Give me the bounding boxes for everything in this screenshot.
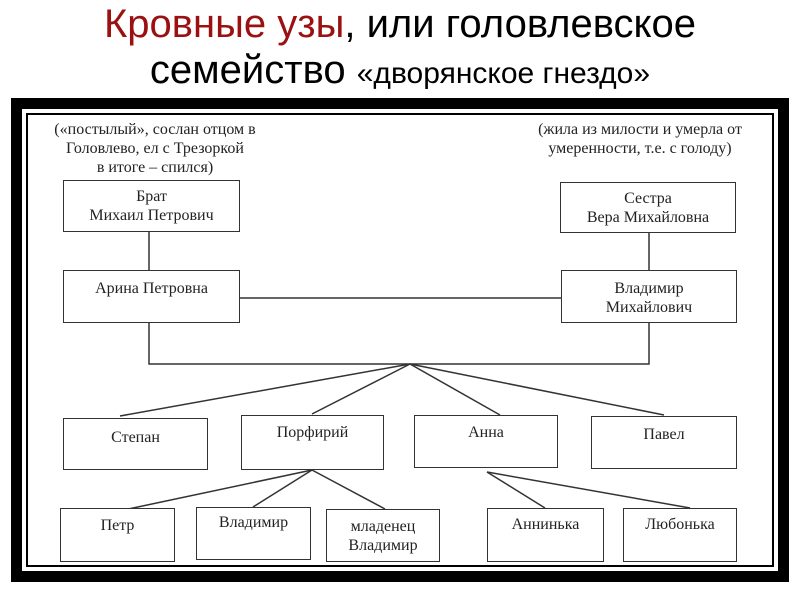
note-right: (жила из милости и умерла от умеренности… (538, 121, 742, 157)
edge-children-anna (409, 363, 501, 416)
edge-porfiry-petr (118, 469, 313, 512)
note-left: («постылый», сослан отцом в Головлево, е… (54, 121, 256, 176)
edge-children-pavel (409, 363, 665, 416)
edge-parents-children-bus (148, 323, 650, 365)
node-brat: Брат Михаил Петрович (63, 180, 240, 232)
node-porfiry: Порфирий (241, 415, 384, 470)
node-stepan: Степан (63, 418, 208, 470)
node-arina: Арина Петровна (63, 270, 240, 323)
node-anninka-label: Аннинька (511, 516, 580, 533)
title-line-2-quote: «дворянское гнездо» (356, 57, 651, 90)
node-sestra-label: Сестра Вера Михайловна (586, 190, 710, 226)
node-mladenets: младенец Владимир (326, 509, 440, 562)
title-line-1: Кровные узы, или головлевское (0, 2, 800, 46)
node-mladenets-label: младенец Владимир (348, 518, 418, 554)
node-vladimir: Владимир (196, 507, 311, 560)
node-pavel: Павел (591, 416, 737, 469)
node-lyubonka-label: Любонька (645, 516, 715, 533)
node-anninka: Аннинька (487, 508, 604, 562)
title-accent: Кровные узы (104, 2, 345, 46)
node-petr: Петр (60, 508, 175, 562)
edge-anna-lyubonka (486, 471, 691, 509)
edge-anna-anninka (486, 471, 546, 509)
node-anna: Анна (414, 415, 558, 468)
node-vladimir-m-label: Владимир Михайлович (605, 280, 693, 316)
title-line-1-rest: , или головлевское (344, 2, 696, 46)
node-vladimir-m: Владимир Михайлович (561, 270, 737, 323)
edge-porfiry-vladimir (252, 469, 313, 508)
node-pavel-label: Павел (643, 426, 685, 443)
title-line-2: семейство «дворянское гнездо» (0, 48, 800, 96)
node-brat-label: Брат Михаил Петрович (89, 188, 214, 224)
edge-children-stepan (119, 363, 411, 417)
node-lyubonka: Любонька (623, 508, 737, 562)
node-porfiry-label: Порфирий (276, 424, 349, 441)
node-anna-label: Анна (468, 424, 504, 441)
edge-porfiry-mladenets (311, 469, 386, 510)
node-sestra: Сестра Вера Михайловна (560, 182, 736, 233)
node-petr-label: Петр (100, 517, 135, 534)
edge-children-porfiry (311, 363, 411, 415)
node-arina-label: Арина Петровна (95, 280, 208, 297)
title-line-2-main: семейство (149, 48, 357, 92)
node-stepan-label: Степан (111, 429, 160, 446)
node-vladimir-label: Владимир (218, 514, 289, 531)
